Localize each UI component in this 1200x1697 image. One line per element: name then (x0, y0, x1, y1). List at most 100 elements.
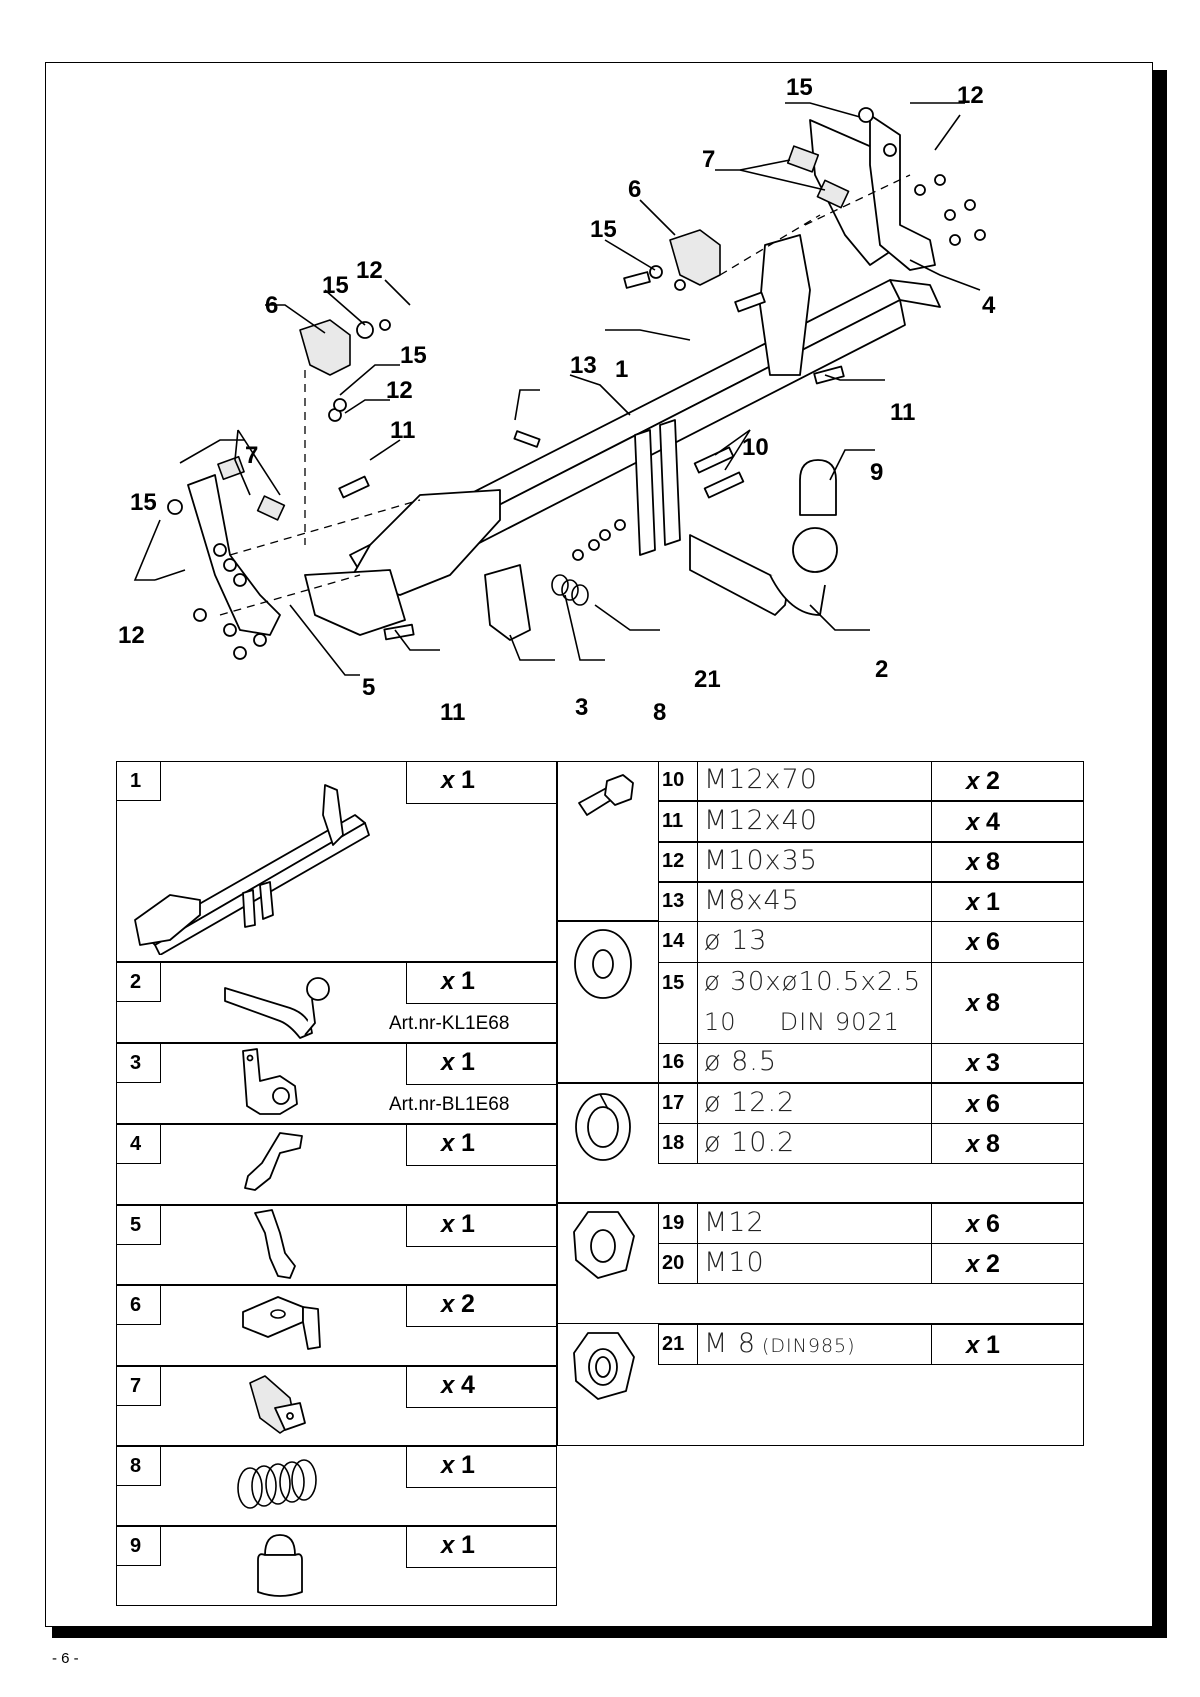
bracket-6-thumbnail (242, 1296, 321, 1350)
callout: 11 (890, 399, 915, 426)
quantity-cell (406, 1285, 557, 1327)
quantity: x 4 (441, 1371, 475, 1399)
spec-cell (697, 1243, 932, 1284)
socket-plate-thumbnail (242, 1048, 298, 1115)
spec-cell (697, 1123, 932, 1164)
item-number: 10 (662, 769, 685, 791)
clip-part-7 (786, 145, 820, 173)
item-number-cell (658, 1123, 698, 1164)
quantity-cell (406, 1446, 557, 1488)
item-number-cell (116, 761, 161, 801)
ball-cover-part-9 (799, 459, 837, 516)
quantity: x 6 (966, 1090, 1000, 1118)
lock-nut-icon (573, 1332, 635, 1400)
callout: 12 (356, 257, 383, 284)
quantity: x 8 (966, 989, 1000, 1017)
spec-text: M 8 (704, 1328, 757, 1359)
callout: 21 (694, 666, 721, 693)
callout: 15 (786, 75, 813, 101)
spec-note: (DIN985) (762, 1335, 856, 1357)
spring-washer-icon (575, 1093, 631, 1161)
article-number: Art.nr-BL1E68 (389, 1094, 510, 1115)
item-number-cell (116, 1366, 161, 1406)
item-number-cell (116, 962, 161, 1002)
item-number-cell (658, 882, 698, 922)
bracket-4-thumbnail (244, 1132, 303, 1191)
item-number: 17 (662, 1092, 685, 1114)
spec-cell (697, 962, 932, 1044)
quantity: x 1 (441, 1210, 475, 1238)
callout: 7 (245, 442, 258, 469)
bracket-part-6-left (299, 319, 351, 376)
quantity: x 1 (966, 888, 1000, 916)
item-number-cell (658, 761, 698, 801)
socket-plate-part-3 (484, 564, 531, 641)
spec-text: M10x35 (704, 845, 818, 876)
callout: 13 (570, 352, 597, 379)
bracket-part-5 (187, 474, 281, 636)
leader-lines (133, 102, 981, 676)
quantity-cell (406, 1526, 557, 1568)
quantity: x 6 (966, 928, 1000, 956)
item-number-cell (658, 1243, 698, 1284)
item-number: 19 (662, 1212, 685, 1234)
item-number: 12 (662, 850, 685, 872)
quantity-cell (406, 1205, 557, 1247)
callout: 9 (870, 459, 883, 486)
item-number: 7 (130, 1375, 142, 1397)
quantity-cell (931, 1324, 1084, 1365)
quantity-cell (931, 842, 1084, 882)
quantity: x 2 (441, 1290, 475, 1318)
fasteners (167, 107, 986, 660)
quantity-cell (406, 1124, 557, 1166)
spec-text: M12x70 (704, 764, 818, 795)
clip-part-7 (217, 455, 245, 481)
quantity-cell (931, 921, 1084, 963)
callout: 7 (702, 146, 715, 173)
quantity-cell (931, 882, 1084, 922)
callout: 2 (875, 656, 888, 683)
item-number: 16 (662, 1051, 685, 1073)
callout: 5 (362, 674, 375, 701)
item-number: 20 (662, 1252, 685, 1274)
callout: 12 (957, 82, 984, 109)
quantity: x 4 (966, 808, 1000, 836)
callout: 12 (118, 622, 145, 649)
clip-thumbnail (249, 1375, 306, 1434)
quantity-cell (931, 761, 1084, 801)
quantity: x 1 (441, 1451, 475, 1479)
crossbar-thumbnail (134, 784, 370, 955)
article-number: Art.nr-KL1E68 (389, 1013, 510, 1034)
quantity: x 8 (966, 1130, 1000, 1158)
page-number: - 6 - (52, 1650, 79, 1667)
item-number-cell (116, 1043, 161, 1083)
item-number: 8 (130, 1455, 142, 1477)
item-number: 18 (662, 1132, 685, 1154)
quantity: x 1 (441, 1048, 475, 1076)
quantity-cell (406, 761, 557, 804)
spec-text: ø 10.2 (704, 1127, 796, 1158)
item-number-cell (116, 1526, 161, 1566)
callout: 15 (322, 272, 349, 299)
quantity-cell (931, 1123, 1084, 1164)
quantity: x 1 (966, 1331, 1000, 1359)
item-number-cell (658, 801, 698, 842)
callout-labels: 15 12 7 6 15 6 12 15 15 12 13 1 11 11 4 … (118, 75, 996, 726)
quantity-cell (931, 1203, 1084, 1244)
quantity: x 1 (441, 1531, 475, 1559)
quantity: x 2 (966, 767, 1000, 795)
spec-text: ø 13 (704, 925, 768, 956)
quantity: x 1 (441, 967, 475, 995)
item-number-cell (658, 921, 698, 963)
callout: 1 (615, 356, 628, 383)
item-number: 21 (662, 1333, 685, 1355)
spec-cell (697, 801, 932, 842)
quantity-cell (931, 1083, 1084, 1124)
quantity-cell (931, 801, 1084, 842)
nut-icon (573, 1211, 635, 1279)
item-number: 1 (130, 770, 142, 792)
item-number: 13 (662, 890, 685, 912)
callout: 11 (390, 417, 415, 444)
item-number: 6 (130, 1294, 142, 1316)
item-number: 15 (662, 972, 685, 994)
